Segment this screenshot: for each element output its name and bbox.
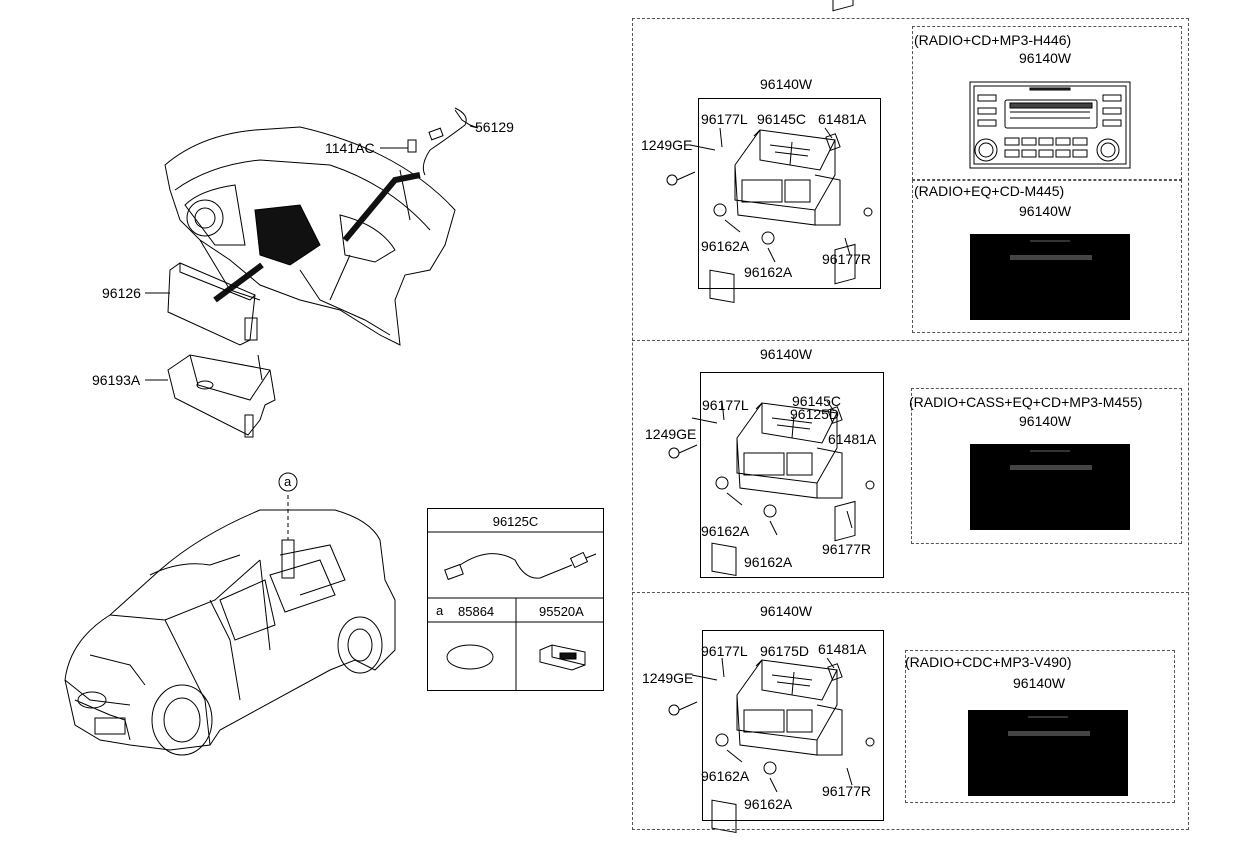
- unit-3-1249ge[interactable]: 1249GE: [642, 670, 694, 686]
- unit-3-96175d[interactable]: 96175D: [760, 643, 810, 659]
- unit-2-96177r[interactable]: 96177R: [822, 541, 872, 557]
- unit-2-96145c[interactable]: 96145C: [792, 393, 842, 409]
- variant-v490-box: [905, 650, 1175, 803]
- variant-h446-part[interactable]: 96140W: [1019, 50, 1072, 66]
- variant-v490-part[interactable]: 96140W: [1013, 675, 1066, 691]
- section-divider-1: [632, 340, 1189, 341]
- part-label-1141ac[interactable]: 1141AC: [325, 140, 375, 156]
- part-label-56129[interactable]: 56129: [475, 119, 514, 135]
- variant-h446-heading: (RADIO+CD+MP3-H446): [914, 32, 1072, 48]
- unit-1-96145c[interactable]: 96145C: [757, 111, 807, 127]
- usb-cable-drawing: [444, 551, 597, 581]
- cover-disc-drawing: [446, 644, 494, 670]
- unit-2-96162a-b[interactable]: 96162A: [744, 554, 793, 570]
- unit-3-96162a-a[interactable]: 96162A: [701, 768, 750, 784]
- head-unit-drawing: [666, 0, 873, 304]
- section-divider-2: [632, 592, 1189, 593]
- unit-1-61481a[interactable]: 61481A: [818, 111, 867, 127]
- unit-1-title[interactable]: 96140W: [760, 76, 813, 92]
- unit-1-96177l[interactable]: 96177L: [701, 111, 748, 127]
- variant-m445-heading: (RADIO+EQ+CD-M445): [914, 183, 1065, 199]
- variant-m455-part[interactable]: 96140W: [1019, 413, 1072, 429]
- variant-m445-part[interactable]: 96140W: [1019, 203, 1072, 219]
- unit-1-frame: [698, 98, 881, 289]
- unit-1-1249ge[interactable]: 1249GE: [641, 137, 693, 153]
- unit-2-96125d[interactable]: 96125D: [790, 406, 840, 422]
- audio-units-panel: [632, 18, 1189, 830]
- unit-3-title[interactable]: 96140W: [760, 603, 813, 619]
- unit-2-96162a-a[interactable]: 96162A: [701, 523, 750, 539]
- jack-drawing: [539, 644, 586, 671]
- variant-m445-box: [912, 180, 1182, 333]
- car-drawing: [64, 472, 396, 756]
- part-label-96126[interactable]: 96126: [102, 285, 141, 301]
- unit-2-title[interactable]: 96140W: [760, 346, 813, 362]
- callout-a: a: [284, 474, 292, 489]
- bezel-drawing: [145, 262, 258, 346]
- unit-2-1249ge[interactable]: 1249GE: [645, 426, 697, 442]
- accessory-kit-box: [427, 508, 604, 691]
- dashboard-drawing: [164, 126, 456, 346]
- kit-title[interactable]: 96125C: [492, 514, 539, 529]
- part-label-85864[interactable]: 85864: [458, 604, 495, 619]
- unit-2-96177l[interactable]: 96177L: [702, 397, 749, 413]
- unit-2-frame: [700, 372, 884, 578]
- unit-3-frame: [702, 630, 884, 821]
- part-label-96193a[interactable]: 96193A: [92, 372, 141, 388]
- variant-h446-box: [912, 26, 1182, 180]
- unit-1-96162a-b[interactable]: 96162A: [744, 264, 793, 280]
- unit-3-96177r[interactable]: 96177R: [822, 783, 872, 799]
- variant-v490-heading: (RADIO+CDC+MP3-V490): [905, 654, 1072, 670]
- bracket-drawing: [145, 354, 276, 438]
- unit-3-96177l[interactable]: 96177L: [701, 643, 748, 659]
- unit-3-61481a[interactable]: 61481A: [818, 641, 867, 657]
- radio-faceplate-drawing: [969, 81, 1131, 169]
- unit-2-61481a[interactable]: 61481A: [828, 431, 877, 447]
- unit-3-96162a-b[interactable]: 96162A: [744, 796, 793, 812]
- variant-m455-box: [911, 388, 1182, 544]
- part-label-95520a[interactable]: 95520A: [539, 604, 584, 619]
- kit-callout-a: a: [436, 603, 444, 618]
- unit-1-96162a-a[interactable]: 96162A: [701, 238, 750, 254]
- variant-m455-heading: (RADIO+CASS+EQ+CD+MP3-M455): [909, 394, 1143, 410]
- unit-1-96177r[interactable]: 96177R: [822, 251, 872, 267]
